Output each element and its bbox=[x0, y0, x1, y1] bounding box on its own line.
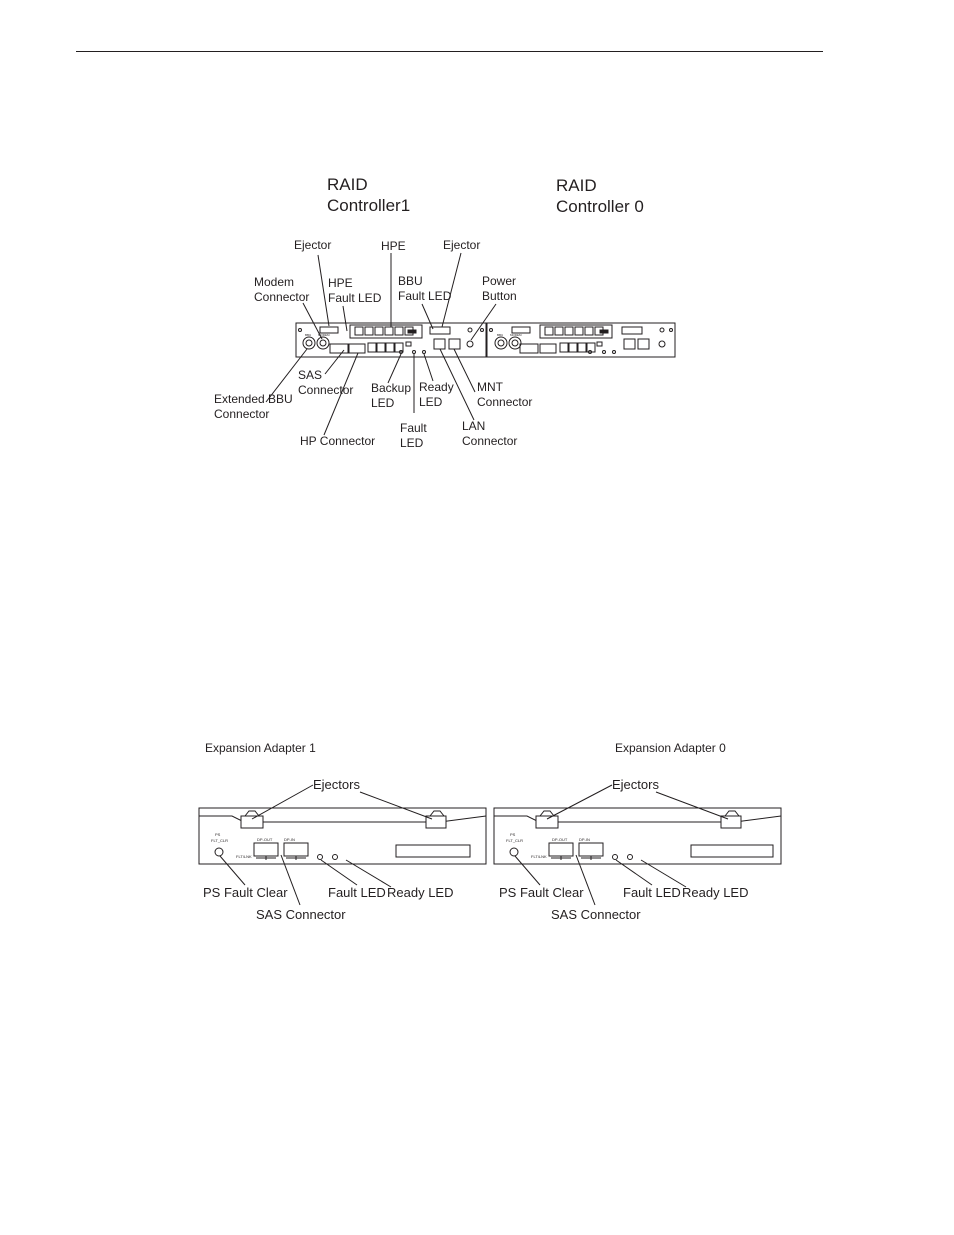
adapter0-label-ready-led: Ready LED bbox=[682, 885, 749, 900]
leader-mnt-connector bbox=[453, 348, 476, 393]
adapter1-label-fault-led: Fault LED bbox=[328, 885, 386, 900]
label-hp-connector: HP Connector bbox=[300, 434, 376, 448]
label-fault-led: Fault LED bbox=[400, 421, 427, 450]
label-ready-led: Ready LED bbox=[419, 380, 454, 409]
expansion-adapter1-title: Expansion Adapter 1 bbox=[205, 741, 316, 755]
adapter0-leader-ejectors-left bbox=[546, 784, 613, 820]
label-lan-connector: LAN Connector bbox=[462, 419, 518, 448]
adapter0-label-ps-fault-clear: PS Fault Clear bbox=[499, 885, 584, 900]
adapter1-label-ejectors: Ejectors bbox=[313, 777, 360, 792]
adapter1-ejector-left bbox=[240, 815, 264, 829]
label-ejector-left: Ejector bbox=[294, 238, 332, 252]
adapter1-label-sas-connector: SAS Connector bbox=[256, 907, 346, 922]
svg-text:FLT/LNK: FLT/LNK bbox=[531, 854, 547, 859]
adapter0-label-ejectors: Ejectors bbox=[612, 777, 659, 792]
svg-text:DP-OUT: DP-OUT bbox=[552, 837, 568, 842]
svg-text:FLT/LNK: FLT/LNK bbox=[236, 854, 252, 859]
svg-text:FLT_CLR: FLT_CLR bbox=[506, 838, 523, 843]
adapter0-ejector-left bbox=[535, 815, 559, 829]
svg-text:MODEM: MODEM bbox=[318, 333, 330, 337]
leader-bbu-fault-led bbox=[421, 303, 434, 330]
adapter0-ejector-right bbox=[720, 815, 742, 829]
adapter1-leader-ps-fault-clear bbox=[219, 855, 246, 886]
svg-text:DP-IN: DP-IN bbox=[284, 837, 295, 842]
leader-ejector-right bbox=[441, 252, 462, 328]
label-mnt-connector: MNT Connector bbox=[477, 380, 533, 409]
leader-hpe-fault-led bbox=[342, 305, 348, 332]
sas-connector-port bbox=[329, 343, 349, 354]
adapter0-leader-fault-led bbox=[615, 859, 653, 886]
leader-sas-connector bbox=[324, 349, 345, 375]
expansion-adapter0-title: Expansion Adapter 0 bbox=[615, 741, 726, 755]
extended-bbu-connector-port bbox=[302, 336, 316, 350]
modem-connector-port bbox=[316, 336, 330, 350]
label-hpe: HPE bbox=[381, 239, 406, 253]
adapter1-leader-ready-led bbox=[345, 859, 392, 888]
header-rule bbox=[76, 51, 823, 52]
svg-text:BBU: BBU bbox=[305, 333, 311, 337]
label-ejector-right: Ejector bbox=[443, 238, 481, 252]
leader-backup-led bbox=[387, 353, 402, 384]
adapter0-ps-fault-clear-button bbox=[509, 847, 519, 857]
adapter1-label-ps-fault-clear: PS Fault Clear bbox=[203, 885, 288, 900]
svg-text:BBU: BBU bbox=[497, 333, 503, 337]
label-sas-connector: SAS Connector bbox=[298, 368, 354, 397]
label-modem-connector: Modem Connector bbox=[254, 275, 310, 304]
hp-connector-port bbox=[348, 343, 366, 354]
leader-ready-led bbox=[423, 353, 434, 382]
svg-text:DP-IN: DP-IN bbox=[579, 837, 590, 842]
power-button bbox=[466, 340, 474, 348]
adapter0-label-sas-connector: SAS Connector bbox=[551, 907, 641, 922]
svg-text:PS: PS bbox=[215, 832, 221, 837]
adapter1-leader-ejectors-left bbox=[251, 784, 314, 820]
leader-extended-bbu bbox=[265, 348, 308, 403]
leader-power-button bbox=[470, 303, 497, 341]
adapter1-fault-led bbox=[317, 854, 323, 860]
leader-modem-connector bbox=[302, 302, 323, 340]
adapter0-leader-ejectors-right bbox=[655, 791, 729, 820]
raid-controller0-title: RAID Controller 0 bbox=[556, 176, 644, 216]
adapter1-label-ready-led: Ready LED bbox=[387, 885, 454, 900]
raid-controller1-title: RAID Controller1 bbox=[327, 175, 411, 215]
adapter0-ready-led bbox=[627, 854, 633, 860]
label-bbu-fault-led: BBU Fault LED bbox=[398, 274, 452, 303]
label-hpe-fault-led: HPE Fault LED bbox=[328, 276, 382, 305]
adapter0-leader-ps-fault-clear bbox=[514, 855, 541, 886]
svg-text:FLT_CLR: FLT_CLR bbox=[211, 838, 228, 843]
adapter1-ps-fault-clear-button bbox=[214, 847, 224, 857]
leader-lan-connector bbox=[439, 348, 475, 421]
adapter1-leader-fault-led bbox=[320, 859, 358, 886]
leader-hp-connector bbox=[323, 352, 359, 436]
label-power-button: Power Button bbox=[482, 274, 517, 303]
lan-connector-port bbox=[433, 338, 446, 350]
adapter1-ready-led bbox=[332, 854, 338, 860]
svg-text:PS: PS bbox=[510, 832, 516, 837]
label-extended-bbu-connector: Extended BBU Connector bbox=[214, 392, 293, 421]
hpe-block bbox=[349, 324, 423, 339]
adapter1-leader-sas-connector bbox=[280, 854, 301, 906]
adapter0-fault-led bbox=[612, 854, 618, 860]
svg-text:DP-OUT: DP-OUT bbox=[257, 837, 273, 842]
raid-controller0-chassis bbox=[486, 322, 676, 358]
adapter0-leader-sas-connector bbox=[575, 854, 596, 906]
adapter0-leader-ready-led bbox=[640, 859, 687, 888]
leader-ejector-left bbox=[317, 254, 330, 327]
adapter0-label-fault-led: Fault LED bbox=[623, 885, 681, 900]
label-backup-led: Backup LED bbox=[371, 381, 412, 410]
adapter1-leader-ejectors-right bbox=[359, 791, 433, 820]
svg-text:MODEM: MODEM bbox=[510, 333, 522, 337]
